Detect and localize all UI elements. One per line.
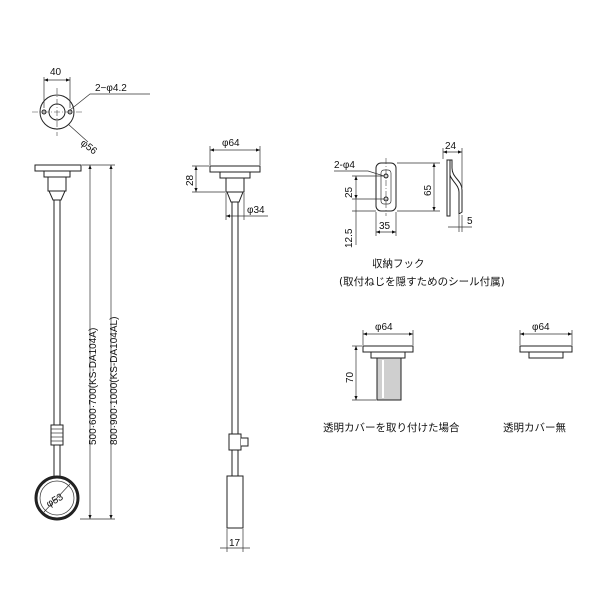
dim-length-al: 800·900·1000(KS-DA104AL): [109, 317, 120, 445]
nocover-base: [528, 351, 564, 359]
mount-neck: [48, 190, 66, 201]
dim-hook-bottom: 12.5: [344, 228, 355, 248]
dim-hook-height: 65: [423, 184, 434, 196]
dim-nocover-dia: φ64: [532, 322, 550, 333]
transparent-cover: [376, 357, 402, 401]
cover-flange: [362, 345, 414, 353]
dim-hook-thick: 5: [467, 216, 473, 227]
no-cover-view: φ64: [519, 322, 573, 359]
pole-lower: [53, 444, 61, 478]
nocover-flange: [519, 345, 573, 353]
side-neck: [226, 191, 244, 203]
side-handle: [226, 475, 244, 529]
side-pole: [231, 201, 239, 435]
front-view: φ53 500·600·700(KS-DA104A) 800·900·1000(…: [34, 164, 120, 521]
dim-cover-dia: φ64: [375, 322, 393, 333]
cover-base: [370, 351, 406, 359]
dim-side-rod-dia: φ34: [247, 205, 265, 216]
without-cover-caption: 透明カバー無: [503, 421, 566, 434]
hook-note: (取付ねじを隠すためのシール付属): [339, 275, 505, 288]
storage-hook: 2-φ4 25 12.5 35 65 24 5: [334, 141, 473, 248]
dim-handle-width: 17: [229, 538, 241, 549]
side-flange: [209, 165, 261, 173]
with-cover-caption: 透明カバーを取り付けた場合: [323, 421, 460, 434]
dim-hook-hole: 2-φ4: [334, 160, 355, 171]
dim-hole-dia: 2−φ4.2: [95, 83, 127, 94]
dim-hook-depth: 24: [445, 141, 457, 152]
side-base: [219, 171, 251, 179]
dim-length-a: 500·600·700(KS-DA104A): [88, 328, 99, 445]
hook-profile: [446, 159, 463, 215]
top-view: 40 2−φ4.2 φ56: [32, 67, 150, 157]
side-clip: [241, 437, 249, 447]
dim-flange-dia: φ56: [78, 138, 99, 158]
mount-body: [47, 176, 67, 192]
side-joint: [228, 433, 242, 451]
dim-hook-width: 35: [379, 221, 391, 232]
hook-caption: 収納フック: [372, 257, 425, 270]
mount-flange: [34, 164, 82, 172]
side-body: [225, 177, 245, 193]
dim-cover-height: 70: [345, 371, 356, 383]
cover-view: φ64 70: [345, 322, 414, 401]
dim-top-width: 40: [50, 67, 62, 78]
pole: [53, 199, 61, 426]
side-pole-lower: [231, 449, 239, 477]
side-view: φ64 28 φ34 17: [185, 138, 268, 552]
dim-side-top-dia: φ64: [222, 138, 240, 149]
pole-grip: [50, 424, 64, 446]
dim-hook-pitch: 25: [344, 186, 355, 198]
hook-back-plate: [446, 159, 451, 217]
mount-base: [43, 170, 71, 178]
dim-side-height: 28: [185, 174, 196, 186]
